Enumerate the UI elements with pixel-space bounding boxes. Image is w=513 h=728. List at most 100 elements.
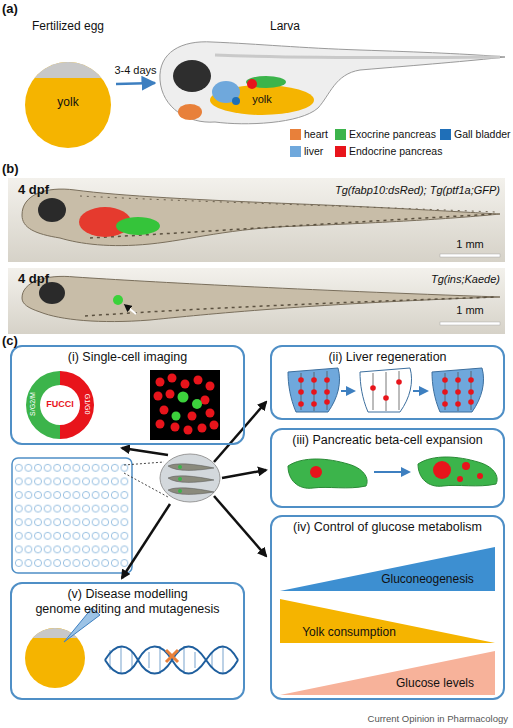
fucci-ring: FUCCIS/G2/MG1/G0 xyxy=(24,369,96,441)
node-title: (iv) Control of glucose metabolism xyxy=(272,520,503,534)
egg-node-shape xyxy=(20,20,116,150)
liver-regeneration-art xyxy=(324,377,330,383)
liver-regeneration-art xyxy=(442,389,448,395)
cell-image xyxy=(172,392,203,421)
well-plate xyxy=(178,465,182,493)
beta-cell-art xyxy=(288,457,497,488)
node-title: Yolk consumption xyxy=(284,626,414,640)
well-plate xyxy=(178,465,182,469)
legend-text: Gall bladder xyxy=(454,128,511,141)
cell-image xyxy=(156,420,165,429)
liver-regeneration-art xyxy=(298,377,330,407)
cell-image xyxy=(150,370,220,440)
photo-larva-2 xyxy=(440,322,500,325)
liver-regeneration-art xyxy=(370,385,376,391)
well-plate xyxy=(168,464,214,471)
photo-larva-1 xyxy=(90,214,495,238)
liver-regeneration-art xyxy=(311,401,317,407)
well-plate xyxy=(12,458,132,573)
trend-wedge: Gluconeogenesis xyxy=(280,547,495,591)
transgene-label: Tg(fabp10:dsRed); Tg(ptf1a;GFP) xyxy=(250,184,500,197)
liver-regeneration-art xyxy=(298,401,304,407)
well-plate xyxy=(168,476,214,483)
beta-cell-art xyxy=(288,459,367,488)
trend-wedge-shape xyxy=(280,651,495,695)
trend-wedge: Glucose levels xyxy=(280,651,495,695)
legend-swatch xyxy=(290,129,301,140)
node-title: Larva xyxy=(255,20,315,34)
beta-cell-art xyxy=(288,459,367,488)
well-plate xyxy=(12,454,220,573)
application-arrows xyxy=(214,402,266,462)
liver-regeneration-art xyxy=(468,389,474,395)
genome-editing-art xyxy=(105,647,238,674)
liver-regeneration-art xyxy=(311,377,317,383)
liver-regeneration-art xyxy=(288,368,340,412)
larva-node-shape xyxy=(155,20,505,138)
stage-label: 4 dpf xyxy=(18,183,88,198)
larva-node-shape xyxy=(160,42,505,124)
liver-regeneration-art xyxy=(288,368,484,412)
node-text: yolk xyxy=(20,96,116,110)
cell-image xyxy=(154,374,219,435)
liver-regeneration-art xyxy=(311,389,317,395)
application-arrows xyxy=(214,496,266,556)
cell-image xyxy=(192,399,202,409)
node-title: (v) Disease modelling xyxy=(12,587,243,601)
photo-larva-1 xyxy=(440,254,500,257)
liver-regeneration-art xyxy=(413,390,427,392)
liver-regeneration-art xyxy=(396,379,402,385)
application-arrows xyxy=(222,470,266,478)
larva-node-shape xyxy=(215,55,500,58)
legend-swatch xyxy=(335,146,346,157)
cell-image xyxy=(206,382,215,391)
liver-regeneration-art xyxy=(324,389,330,395)
legend-swatch xyxy=(440,129,451,140)
genome-editing-art xyxy=(105,647,238,674)
well-plate xyxy=(160,454,220,502)
photo-larva-2 xyxy=(22,276,500,321)
photo-larva-2 xyxy=(85,297,495,316)
cell-image xyxy=(181,380,190,389)
cell-image xyxy=(154,392,163,401)
legend-text: liver xyxy=(304,145,323,158)
photo-larva-2 xyxy=(113,295,123,305)
larva-node-shape xyxy=(246,76,286,88)
liver-regeneration-art xyxy=(455,401,461,407)
legend-text: Endocrine pancreas xyxy=(349,145,442,158)
trend-wedge-shape xyxy=(280,547,495,591)
liver-regeneration-art xyxy=(432,368,484,412)
liver-regeneration-art xyxy=(360,368,412,412)
application-arrows xyxy=(122,448,168,455)
panel-letter: (c) xyxy=(2,334,42,349)
larva-node-shape xyxy=(173,60,211,92)
legend-swatch xyxy=(335,129,346,140)
node-text: S/G2/M xyxy=(29,384,37,424)
larva-node-shape xyxy=(160,42,505,124)
node-title: (iii) Pancreatic beta-cell expansion xyxy=(272,433,503,447)
genome-editing-art xyxy=(25,608,238,688)
cell-image xyxy=(150,370,220,440)
liver-regeneration-art xyxy=(468,399,474,405)
photo-larva-1 xyxy=(116,217,160,235)
node-title: Glucose levels xyxy=(375,677,495,691)
application-arrows xyxy=(122,504,170,578)
liver-regeneration-art xyxy=(468,377,474,383)
genome-editing-art xyxy=(166,650,178,662)
beta-cell-art xyxy=(418,457,497,486)
legend-text: heart xyxy=(304,128,328,141)
cell-image xyxy=(171,423,180,432)
transgene-label: Tg(ins;Kaede) xyxy=(350,273,500,286)
application-box: (iii) Pancreatic beta-cell expansion xyxy=(270,428,505,508)
cell-image xyxy=(168,374,177,383)
cell-image xyxy=(198,424,207,433)
liver-regeneration-art xyxy=(455,377,461,383)
trend-wedge: Yolk consumption xyxy=(280,599,495,643)
liver-regeneration-art xyxy=(442,401,448,407)
node-title: Fertilized egg xyxy=(20,20,116,34)
scale-label: 1 mm xyxy=(440,304,500,317)
larva-node-shape xyxy=(232,97,240,105)
photo-larva-1 xyxy=(22,189,500,246)
node-text: G1/G0 xyxy=(83,384,91,424)
liver-regeneration-art xyxy=(360,368,412,412)
